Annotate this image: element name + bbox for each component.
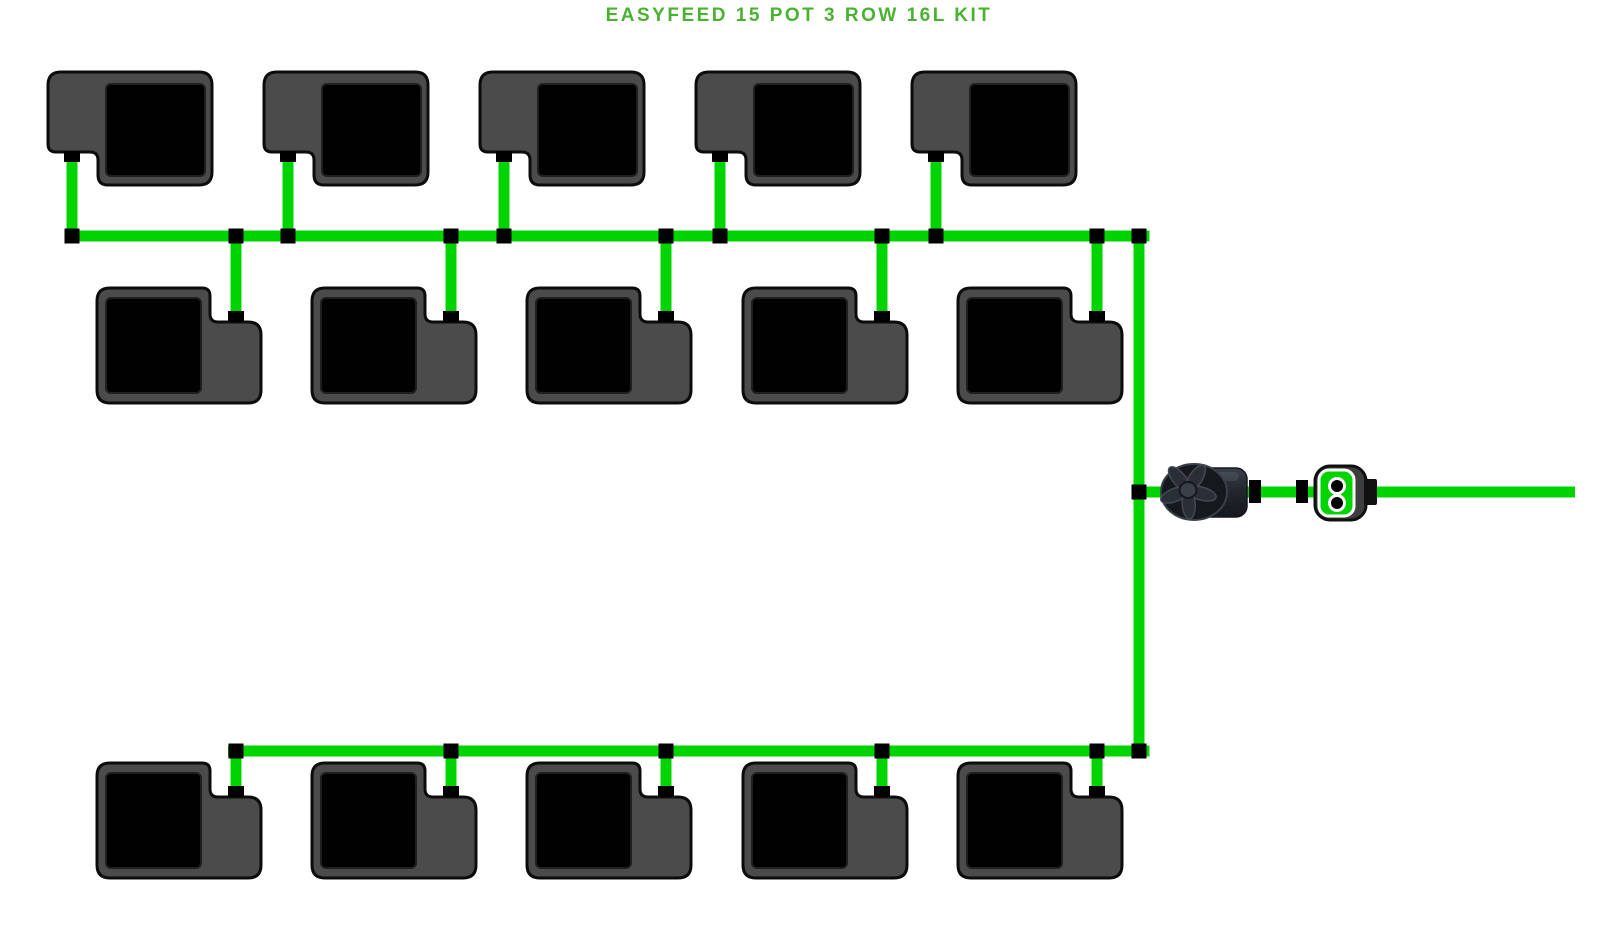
pot-top-5 — [910, 70, 1078, 187]
pot-top-4 — [694, 70, 862, 187]
pot-opening — [320, 297, 417, 394]
pot-opening — [751, 772, 848, 869]
tee-connector — [874, 743, 890, 759]
inline-connector — [1249, 480, 1261, 503]
pot-inlet-connector — [874, 311, 890, 322]
tee-connector — [443, 743, 459, 759]
tee-connector — [658, 743, 674, 759]
pot-bottom-2 — [310, 761, 478, 880]
tee-connector — [1131, 484, 1147, 500]
pot-inlet-connector — [658, 311, 674, 322]
pot-inlet-connector — [443, 786, 459, 797]
pot-drop-tube — [230, 230, 242, 322]
pot-drop-tube — [445, 745, 457, 797]
tee-connector — [1089, 228, 1105, 244]
tee-connector — [443, 228, 459, 244]
pot-drop-tube — [876, 230, 888, 322]
tee-connector — [928, 228, 944, 244]
connector-layer — [64, 228, 1147, 759]
pot-opening — [105, 83, 206, 177]
pot-top-3 — [478, 70, 646, 187]
pot-bottom-1 — [95, 761, 263, 880]
pot-drop-tube — [660, 230, 672, 322]
pot-opening — [966, 297, 1063, 394]
pot-inlet-connector — [64, 151, 80, 162]
elbow-connector — [64, 228, 80, 244]
pot-drop-tube — [714, 152, 726, 242]
pot-opening — [535, 297, 632, 394]
tee-connector — [280, 228, 296, 244]
pot-inlet-connector — [1089, 311, 1105, 322]
pot-inlet-connector — [280, 151, 296, 162]
pot-opening — [969, 83, 1070, 177]
pot-inlet-connector — [443, 311, 459, 322]
pot-drop-tube — [660, 745, 672, 797]
pot-opening — [537, 83, 638, 177]
pot-bottom-5 — [956, 761, 1124, 880]
pot-drop-tube — [230, 745, 242, 797]
water-pump — [1159, 463, 1248, 521]
pump-hub — [1178, 481, 1198, 499]
pot-middle-4 — [741, 286, 909, 405]
pot-opening — [105, 772, 202, 869]
pot-inlet-connector — [228, 786, 244, 797]
pot-drop-tube — [930, 152, 942, 242]
pot-drop-tube — [1091, 230, 1103, 322]
tee-connector — [228, 228, 244, 244]
tee-connector — [658, 228, 674, 244]
inline-connector — [1296, 480, 1308, 503]
pot-drop-tube — [445, 230, 457, 322]
pot-inlet-connector — [874, 786, 890, 797]
top-manifold-tube — [66, 230, 1150, 242]
valve-port — [1328, 477, 1346, 495]
valve-outlet-tab — [1364, 479, 1377, 505]
pot-bottom-4 — [741, 761, 909, 880]
hardware-layer — [1159, 463, 1377, 522]
easyfeed-valve — [1313, 464, 1377, 522]
pot-opening — [321, 83, 422, 177]
pot-middle-2 — [310, 286, 478, 405]
kit-title: EASYFEED 15 POT 3 ROW 16L KIT — [605, 5, 993, 26]
pot-drop-tube — [1091, 745, 1103, 797]
tee-connector — [874, 228, 890, 244]
pot-middle-3 — [525, 286, 693, 405]
pot-opening — [320, 772, 417, 869]
pot-inlet-connector — [496, 151, 512, 162]
pot-inlet-connector — [658, 786, 674, 797]
pot-opening — [535, 772, 632, 869]
pot-top-2 — [262, 70, 430, 187]
pot-drop-tube — [498, 152, 510, 242]
pot-top-1 — [46, 70, 214, 187]
pot-drop-tube — [66, 152, 78, 242]
pot-drop-tube — [876, 745, 888, 797]
pot-opening — [751, 297, 848, 394]
pot-inlet-connector — [928, 151, 944, 162]
pot-inlet-connector — [712, 151, 728, 162]
tee-connector — [496, 228, 512, 244]
pot-inlet-connector — [1089, 786, 1105, 797]
elbow-connector — [228, 743, 244, 759]
valve-port — [1328, 494, 1346, 512]
pot-layer — [46, 70, 1124, 880]
pot-inlet-connector — [228, 311, 244, 322]
inlet-connector-layer — [64, 151, 1105, 797]
pot-drop-tube — [282, 152, 294, 242]
elbow-connector — [1131, 228, 1147, 244]
elbow-connector — [1131, 743, 1147, 759]
pot-middle-1 — [95, 286, 263, 405]
pot-middle-5 — [956, 286, 1124, 405]
pot-opening — [753, 83, 854, 177]
pot-opening — [966, 772, 1063, 869]
tee-connector — [712, 228, 728, 244]
pot-opening — [105, 297, 202, 394]
bottom-manifold-tube — [228, 745, 1150, 757]
pot-bottom-3 — [525, 761, 693, 880]
tee-connector — [1089, 743, 1105, 759]
